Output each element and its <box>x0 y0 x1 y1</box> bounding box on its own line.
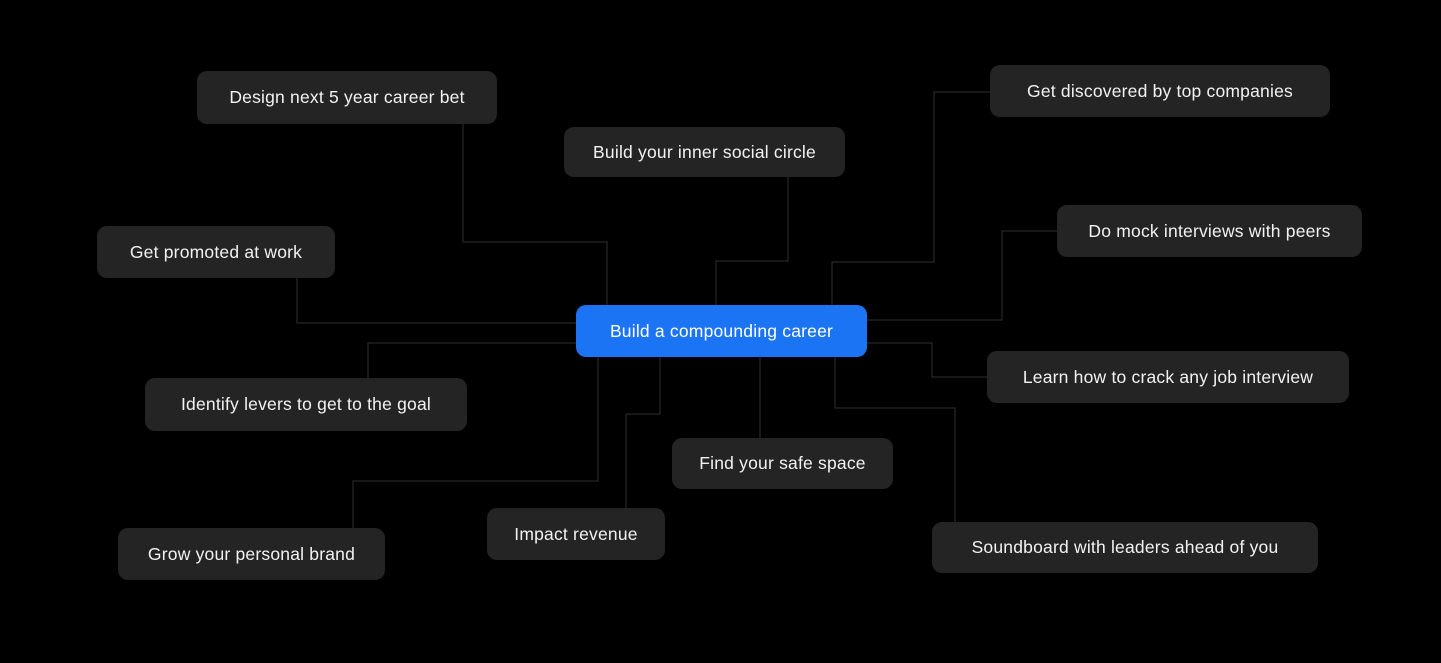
edge-get-promoted-at-work--build-compounding-career <box>296 278 576 324</box>
node-get-promoted-at-work[interactable]: Get promoted at work <box>97 226 335 278</box>
node-label: Design next 5 year career bet <box>229 87 465 107</box>
node-learn-how-to-crack-any-job-interview[interactable]: Learn how to crack any job interview <box>987 351 1349 403</box>
node-label: Build your inner social circle <box>593 141 816 162</box>
edge-design-next-5-year-career-bet--build-compounding-career <box>462 124 608 305</box>
node-build-your-inner-social-circle[interactable]: Build your inner social circle <box>564 127 845 177</box>
node-soundboard-with-leaders-ahead-of-you[interactable]: Soundboard with leaders ahead of you <box>932 522 1318 573</box>
edge-build-compounding-career--learn-how-to-crack-any-job-interview <box>867 342 987 378</box>
edge-do-mock-interviews-with-peers--build-compounding-career <box>867 230 1057 321</box>
edge-build-compounding-career--impact-revenue <box>625 357 661 508</box>
node-design-next-5-year-career-bet[interactable]: Design next 5 year career bet <box>197 71 497 124</box>
node-label: Identify levers to get to the goal <box>180 394 431 414</box>
node-do-mock-interviews-with-peers[interactable]: Do mock interviews with peers <box>1057 205 1362 257</box>
node-label: Impact revenue <box>514 523 638 544</box>
node-build-compounding-career[interactable]: Build a compounding career <box>576 305 867 357</box>
node-label: Get discovered by top companies <box>1027 80 1293 101</box>
edge-build-your-inner-social-circle--build-compounding-career <box>715 177 789 305</box>
node-label: Learn how to crack any job interview <box>1022 366 1314 387</box>
edge-build-compounding-career--soundboard-with-leaders-ahead-of-you <box>834 357 956 522</box>
node-label: Do mock interviews with peers <box>1088 220 1331 241</box>
node-label: Grow your personal brand <box>147 543 356 564</box>
edge-build-compounding-career--identify-levers-to-get-to-the-goal <box>367 342 576 378</box>
node-get-discovered-by-top-companies[interactable]: Get discovered by top companies <box>990 65 1330 117</box>
node-impact-revenue[interactable]: Impact revenue <box>487 508 665 560</box>
node-label: Soundboard with leaders ahead of you <box>971 537 1279 557</box>
node-grow-your-personal-brand[interactable]: Grow your personal brand <box>118 528 385 580</box>
node-label: Build a compounding career <box>609 320 834 341</box>
edge-get-discovered-by-top-companies--build-compounding-career <box>831 91 990 305</box>
edge-build-compounding-career--grow-your-personal-brand <box>352 357 599 528</box>
node-label: Find your safe space <box>699 453 866 473</box>
node-find-your-safe-space[interactable]: Find your safe space <box>672 438 893 489</box>
node-identify-levers-to-get-to-the-goal[interactable]: Identify levers to get to the goal <box>145 378 467 431</box>
node-label: Get promoted at work <box>129 241 303 262</box>
